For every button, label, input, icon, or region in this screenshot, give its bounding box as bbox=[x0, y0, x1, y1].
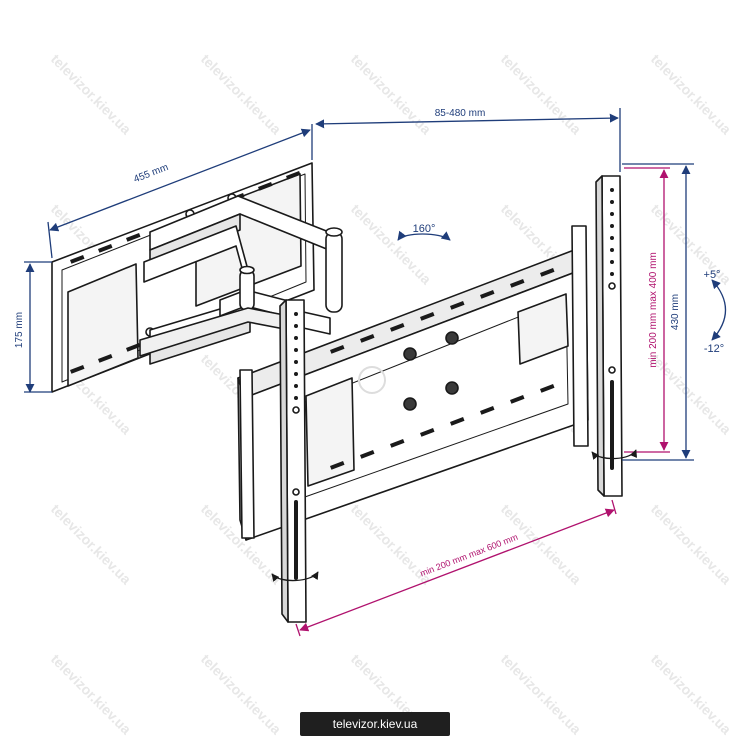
label-swivel: 160° bbox=[413, 223, 436, 235]
tilt-arrow-icon bbox=[711, 279, 726, 341]
label-tilt-up: +5° bbox=[704, 269, 721, 281]
rotate-right-icon bbox=[591, 449, 637, 460]
blue-dimensions bbox=[24, 108, 694, 461]
watermark-text: televizor.kiev.ua bbox=[48, 501, 135, 588]
watermark-text: televizor.kiev.ua bbox=[48, 51, 135, 138]
label-vesa-vertical: min 200 mm max 400 mm bbox=[648, 252, 659, 368]
label-tilt-down: -12° bbox=[704, 343, 724, 355]
rail-holes-right bbox=[610, 188, 614, 470]
mounting-bolts bbox=[403, 331, 459, 411]
watermark-text: televizor.kiev.ua bbox=[648, 201, 735, 288]
watermark-text: televizor.kiev.ua bbox=[348, 51, 435, 138]
width-455-dimension-line bbox=[49, 128, 311, 232]
label-vesa-horizontal: min 200 mm max 600 mm bbox=[419, 532, 520, 579]
swivel-arrow-icon bbox=[397, 230, 451, 241]
label-depth-range: 85-480 mm bbox=[435, 108, 486, 119]
label-height-175: 175 mm bbox=[14, 312, 25, 348]
magenta-dimensions bbox=[295, 167, 670, 637]
watermark-text: televizor.kiev.ua bbox=[648, 51, 735, 138]
watermark-text: televizor.kiev.ua bbox=[498, 51, 585, 138]
watermark-text: televizor.kiev.ua bbox=[648, 501, 735, 588]
rotate-left-icon bbox=[271, 571, 319, 582]
watermark-text: televizor.kiev.ua bbox=[648, 351, 735, 438]
width-455-extension-a bbox=[47, 221, 53, 259]
depth-range-dimension-line bbox=[315, 113, 619, 129]
rail-holes-left bbox=[294, 312, 298, 580]
watermark-text: televizor.kiev.ua bbox=[348, 201, 435, 288]
watermark-text: televizor.kiev.ua bbox=[648, 651, 735, 738]
watermark-text: televizor.kiev.ua bbox=[498, 651, 585, 738]
label-height-430: 430 mm bbox=[670, 294, 681, 330]
wall-plate bbox=[51, 162, 315, 393]
watermark-text: televizor.kiev.ua bbox=[48, 651, 135, 738]
rotation-indicators bbox=[271, 230, 726, 582]
watermark-text: televizor.kiev.ua bbox=[198, 651, 285, 738]
label-width-455: 455 mm bbox=[132, 162, 170, 185]
vesa-horizontal-dimension-line bbox=[299, 508, 615, 632]
footer-source-badge: televizor.kiev.ua bbox=[300, 712, 450, 736]
vertical-rails bbox=[239, 175, 623, 623]
watermark-text: televizor.kiev.ua bbox=[198, 51, 285, 138]
